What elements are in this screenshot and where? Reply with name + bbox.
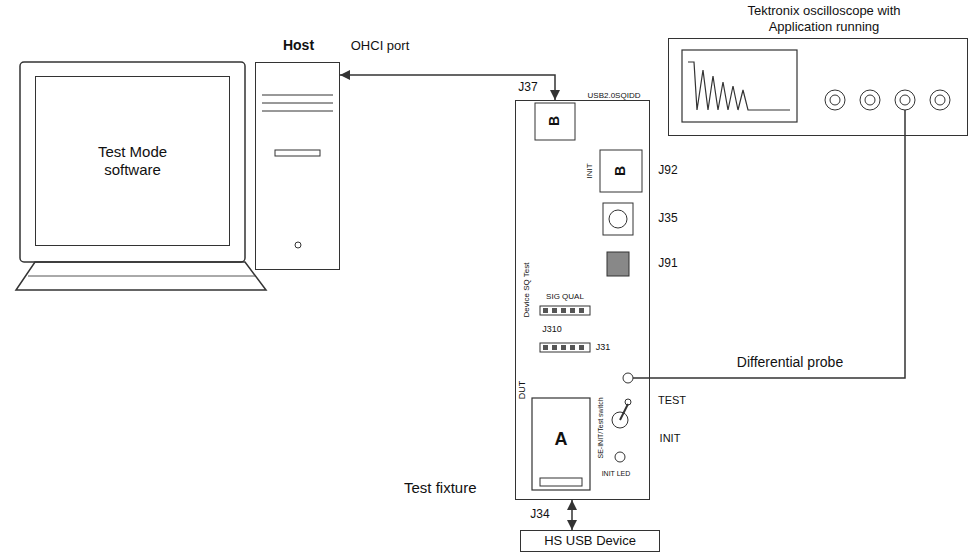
probe-tip xyxy=(633,377,650,379)
connector-ref: J34 xyxy=(530,508,549,521)
scope-input xyxy=(900,95,910,105)
scope-input xyxy=(825,90,845,110)
connector-ref: J31 xyxy=(596,343,611,353)
part-label: INIT xyxy=(586,163,595,178)
sma-connector xyxy=(609,210,627,228)
keyboard-line xyxy=(28,276,255,277)
test-point xyxy=(607,252,629,276)
usb-b-connector xyxy=(600,150,642,192)
probe-point xyxy=(623,373,633,383)
host-tower: Host xyxy=(255,62,340,270)
drive-bay xyxy=(262,103,333,104)
pin xyxy=(561,345,566,350)
scope-screen xyxy=(682,50,797,122)
part-label: DUT xyxy=(518,381,528,400)
floppy-slot xyxy=(275,150,320,156)
part-label: B xyxy=(613,166,628,176)
part-label: Device SQ Test xyxy=(523,263,532,318)
monitor-bezel xyxy=(20,62,245,262)
waveform xyxy=(688,62,790,110)
connector-ref: J35 xyxy=(658,212,677,225)
pin xyxy=(579,308,584,313)
part-label: SIG QUAL xyxy=(546,293,584,302)
probe-lead xyxy=(904,110,906,136)
usb-a-connector xyxy=(532,398,590,490)
part-label: SE-INIT/Test switch xyxy=(597,397,605,458)
sma-connector xyxy=(603,203,633,235)
pin xyxy=(561,308,566,313)
usb-device-box: HS USB Device xyxy=(520,530,660,552)
usb-cable xyxy=(340,75,555,100)
pin xyxy=(543,308,548,313)
connector-ref: J310 xyxy=(542,325,562,335)
led xyxy=(615,452,625,462)
pin xyxy=(552,308,557,313)
pin xyxy=(579,345,584,350)
usb-b-connector xyxy=(535,103,575,140)
power-button xyxy=(295,242,301,248)
part-label: OHCI port xyxy=(351,39,410,53)
pin xyxy=(570,345,575,350)
node-heading: Test fixture xyxy=(404,479,494,497)
monitor-screen: Test Mode software xyxy=(35,76,230,246)
scope-input xyxy=(935,95,945,105)
keyboard-base xyxy=(16,262,266,290)
probe-cable xyxy=(650,136,905,378)
pin-header xyxy=(540,343,590,352)
node-heading: Host xyxy=(256,37,341,54)
connector-ref: J91 xyxy=(658,257,677,270)
toggle-lever xyxy=(625,399,631,405)
usb-cable xyxy=(571,500,573,530)
drive-bay xyxy=(262,111,333,112)
part-label: A xyxy=(555,430,568,450)
pin-header xyxy=(540,306,590,315)
usb-a-tongue xyxy=(540,478,582,486)
pin xyxy=(570,308,575,313)
connector-ref: J37 xyxy=(518,81,537,94)
edge-label: Differential probe xyxy=(734,354,846,370)
toggle-lever xyxy=(620,404,628,420)
scope-input xyxy=(860,90,880,110)
drive-bay xyxy=(262,95,333,96)
scope-input xyxy=(830,95,840,105)
part-label: INIT LED xyxy=(602,470,631,478)
part-label: TEST xyxy=(658,394,686,406)
node-label: Test Mode software xyxy=(78,143,188,179)
connector-ref: J92 xyxy=(658,164,677,177)
node-heading: Tektronix oscilloscope with Application … xyxy=(719,3,929,34)
node-label: HS USB Device xyxy=(544,533,636,549)
part-label: B xyxy=(547,116,562,126)
part-label: USB2.0SQIDD xyxy=(588,92,641,101)
scope-input xyxy=(895,90,915,110)
pin xyxy=(543,345,548,350)
pin xyxy=(552,345,557,350)
scope-input xyxy=(865,95,875,105)
scope-input xyxy=(930,90,950,110)
part-label: INIT xyxy=(660,432,681,444)
oscilloscope: Tektronix oscilloscope with Application … xyxy=(668,38,968,136)
